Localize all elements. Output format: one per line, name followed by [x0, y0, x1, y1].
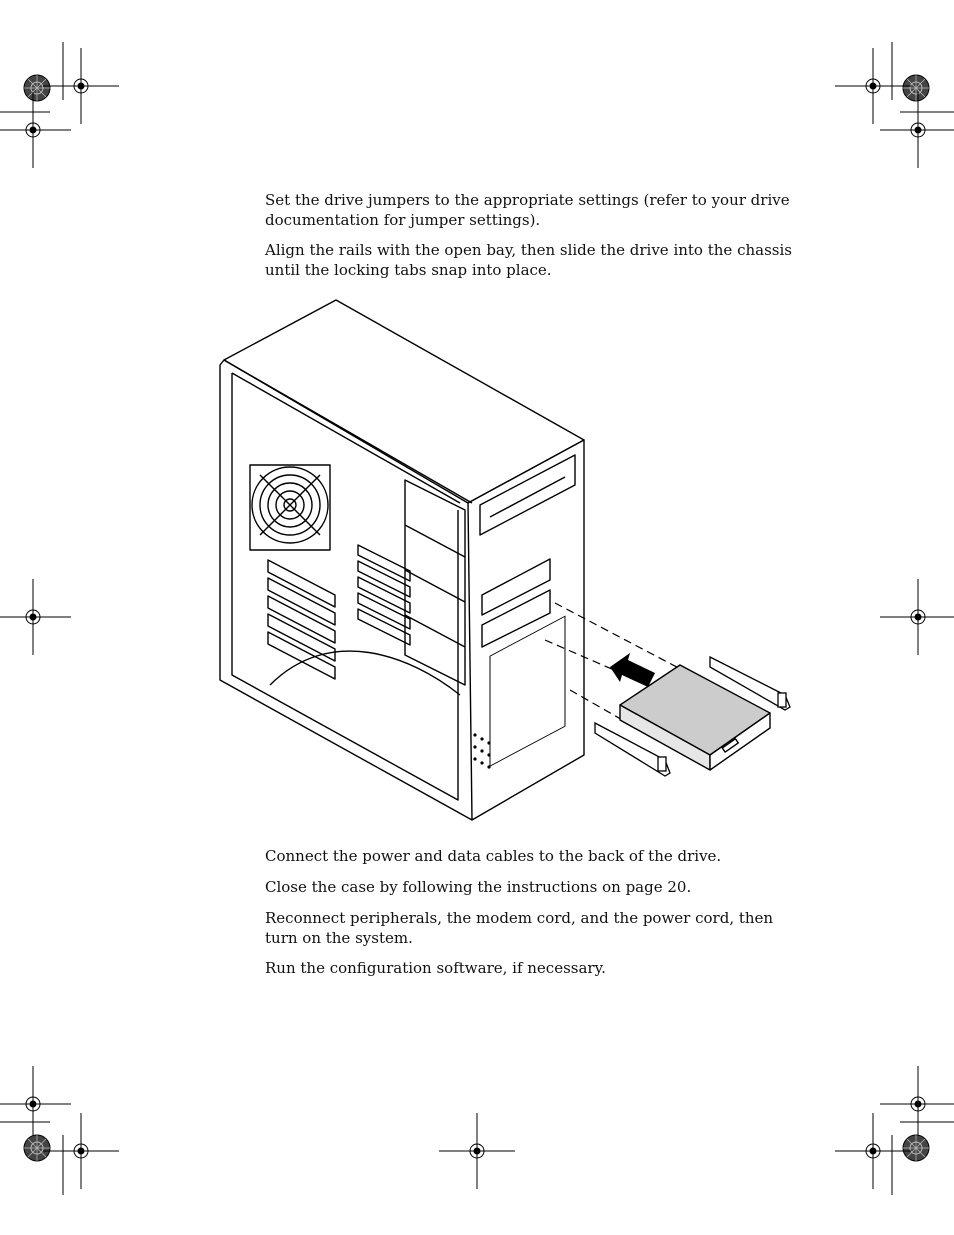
case-back-edge	[219, 359, 473, 821]
drive-cage	[404, 479, 466, 686]
optical-drive-bay	[479, 454, 576, 536]
expansion-slot-covers	[267, 559, 336, 680]
open-bay	[481, 589, 551, 648]
floppy-bay	[481, 558, 551, 616]
step-reconnect-text: Reconnect peripherals, the modem cord, a…	[265, 909, 774, 947]
front-vents	[489, 615, 566, 767]
drive-unit	[619, 664, 771, 771]
rear-vent-holes	[473, 733, 491, 769]
fan-outer	[251, 466, 329, 544]
insert-arrow-icon	[610, 653, 655, 687]
card-guides	[357, 544, 411, 646]
drive-rail-upper	[709, 655, 791, 711]
step-run-text: Run the configuration software, if neces…	[265, 959, 606, 977]
step-connect-text: Connect the power and data cables to the…	[265, 847, 722, 865]
drive-installation-illustration	[210, 295, 800, 825]
case-front-panel	[467, 439, 585, 821]
step-jumpers-text: Set the drive jumpers to the appropriate…	[265, 191, 790, 229]
step-align-text: Align the rails with the open bay, then …	[265, 241, 792, 279]
step-close-text: Close the case by following the instruct…	[265, 878, 692, 896]
drive-rail-lower	[594, 721, 671, 777]
